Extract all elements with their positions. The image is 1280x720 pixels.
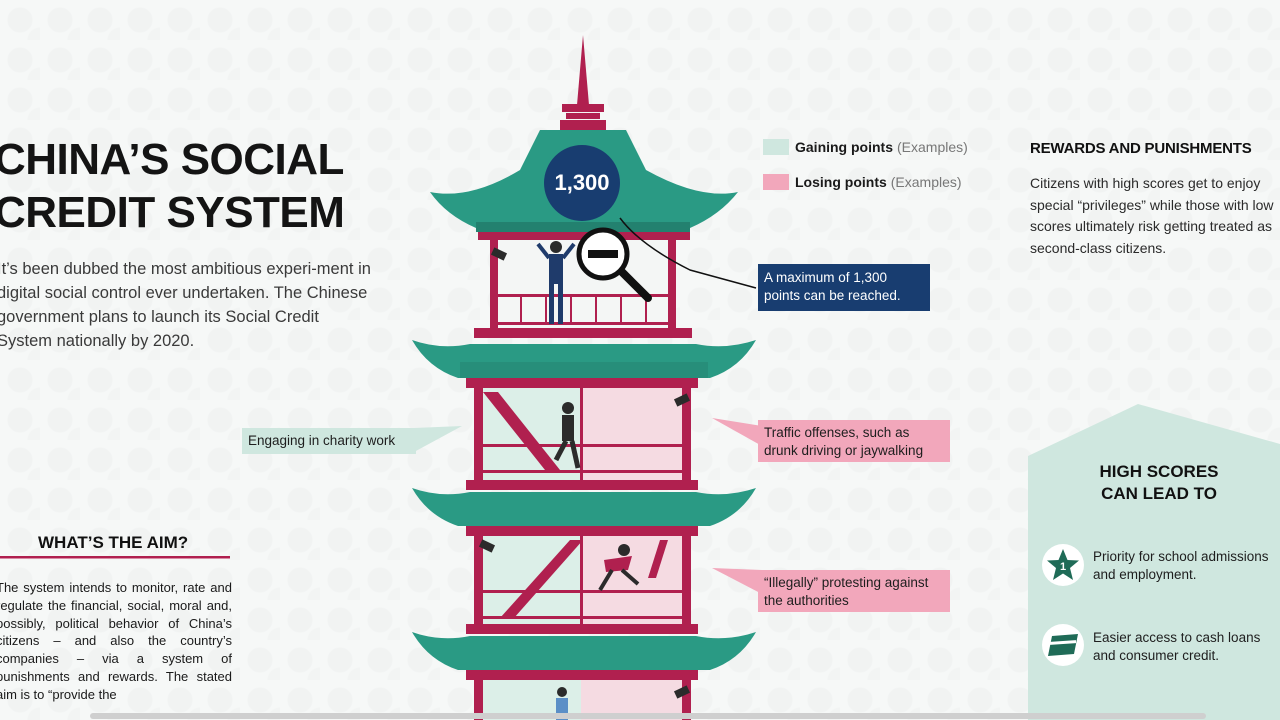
high-scores-panel [1028,404,1280,720]
example-charity-tag: Engaging in charity work [242,428,416,454]
person-running [598,544,640,592]
person-figure-top [536,241,576,324]
aim-divider [0,556,230,559]
pagoda-spire [577,35,589,105]
person-climbing-stairs [553,402,581,469]
intro-paragraph: It’s been dubbed the most ambitious expe… [0,260,371,350]
legend-losing-note: (Examples) [890,174,962,190]
high-score-item-2-text: Easier access to cash loans and consumer… [1093,630,1261,663]
legend-gaining: Gaining points (Examples) [763,139,968,155]
title-line-1: CHINA’S SOCIAL [0,135,344,184]
example-traffic-tag: Traffic offenses, such as drunk driving … [758,420,950,462]
legend-gaining-label: Gaining points [795,139,893,155]
title-line-2: CREDIT SYSTEM [0,188,345,237]
legend-losing-label: Losing points [795,174,887,190]
high-scores-title: HIGH SCORES CAN LEAD TO [1028,461,1280,505]
pagoda-illustration [412,35,757,720]
star-one-icon: 1 [1047,549,1079,580]
credit-card-icon [1048,634,1078,656]
high-scores-title-line-2: CAN LEAD TO [1101,484,1217,503]
lose-swatch [763,174,789,190]
rewards-body: Citizens with high scores get to enjoy s… [1030,175,1274,256]
aim-heading: WHAT’S THE AIM? [38,533,189,552]
pagoda-roof-4 [412,632,756,670]
high-scores-title-line-1: HIGH SCORES [1099,462,1219,481]
gain-swatch [763,139,789,155]
high-score-item-1-icon: 1 [1042,544,1084,586]
camera-icon [490,247,508,261]
high-score-item-2-icon [1042,624,1084,666]
traffic-tag-pointer [712,418,762,446]
magnifier-minus-icon [576,227,652,302]
aim-body: The system intends to monitor, rate and … [0,580,232,702]
example-protest-tag: “Illegally” protesting against the autho… [758,570,950,612]
pagoda-roof-3 [412,488,756,526]
svg-text:1: 1 [1060,561,1066,573]
legend-gaining-note: (Examples) [897,139,968,155]
charity-tag-pointer [414,426,462,452]
score-value: 1,300 [554,170,610,195]
protest-tag-pointer [712,568,762,594]
max-points-callout: A maximum of 1,300 points can be reached… [758,264,930,311]
score-badge: 1,300 [544,145,620,221]
page-title: CHINA’S SOCIAL CREDIT SYSTEM [0,133,345,239]
rewards-heading: REWARDS AND PUNISHMENTS [1030,140,1252,157]
high-score-item-1-text: Priority for school admissions and emplo… [1093,549,1269,582]
legend-losing: Losing points (Examples) [763,174,962,190]
horizontal-scrollbar[interactable] [90,713,1206,719]
